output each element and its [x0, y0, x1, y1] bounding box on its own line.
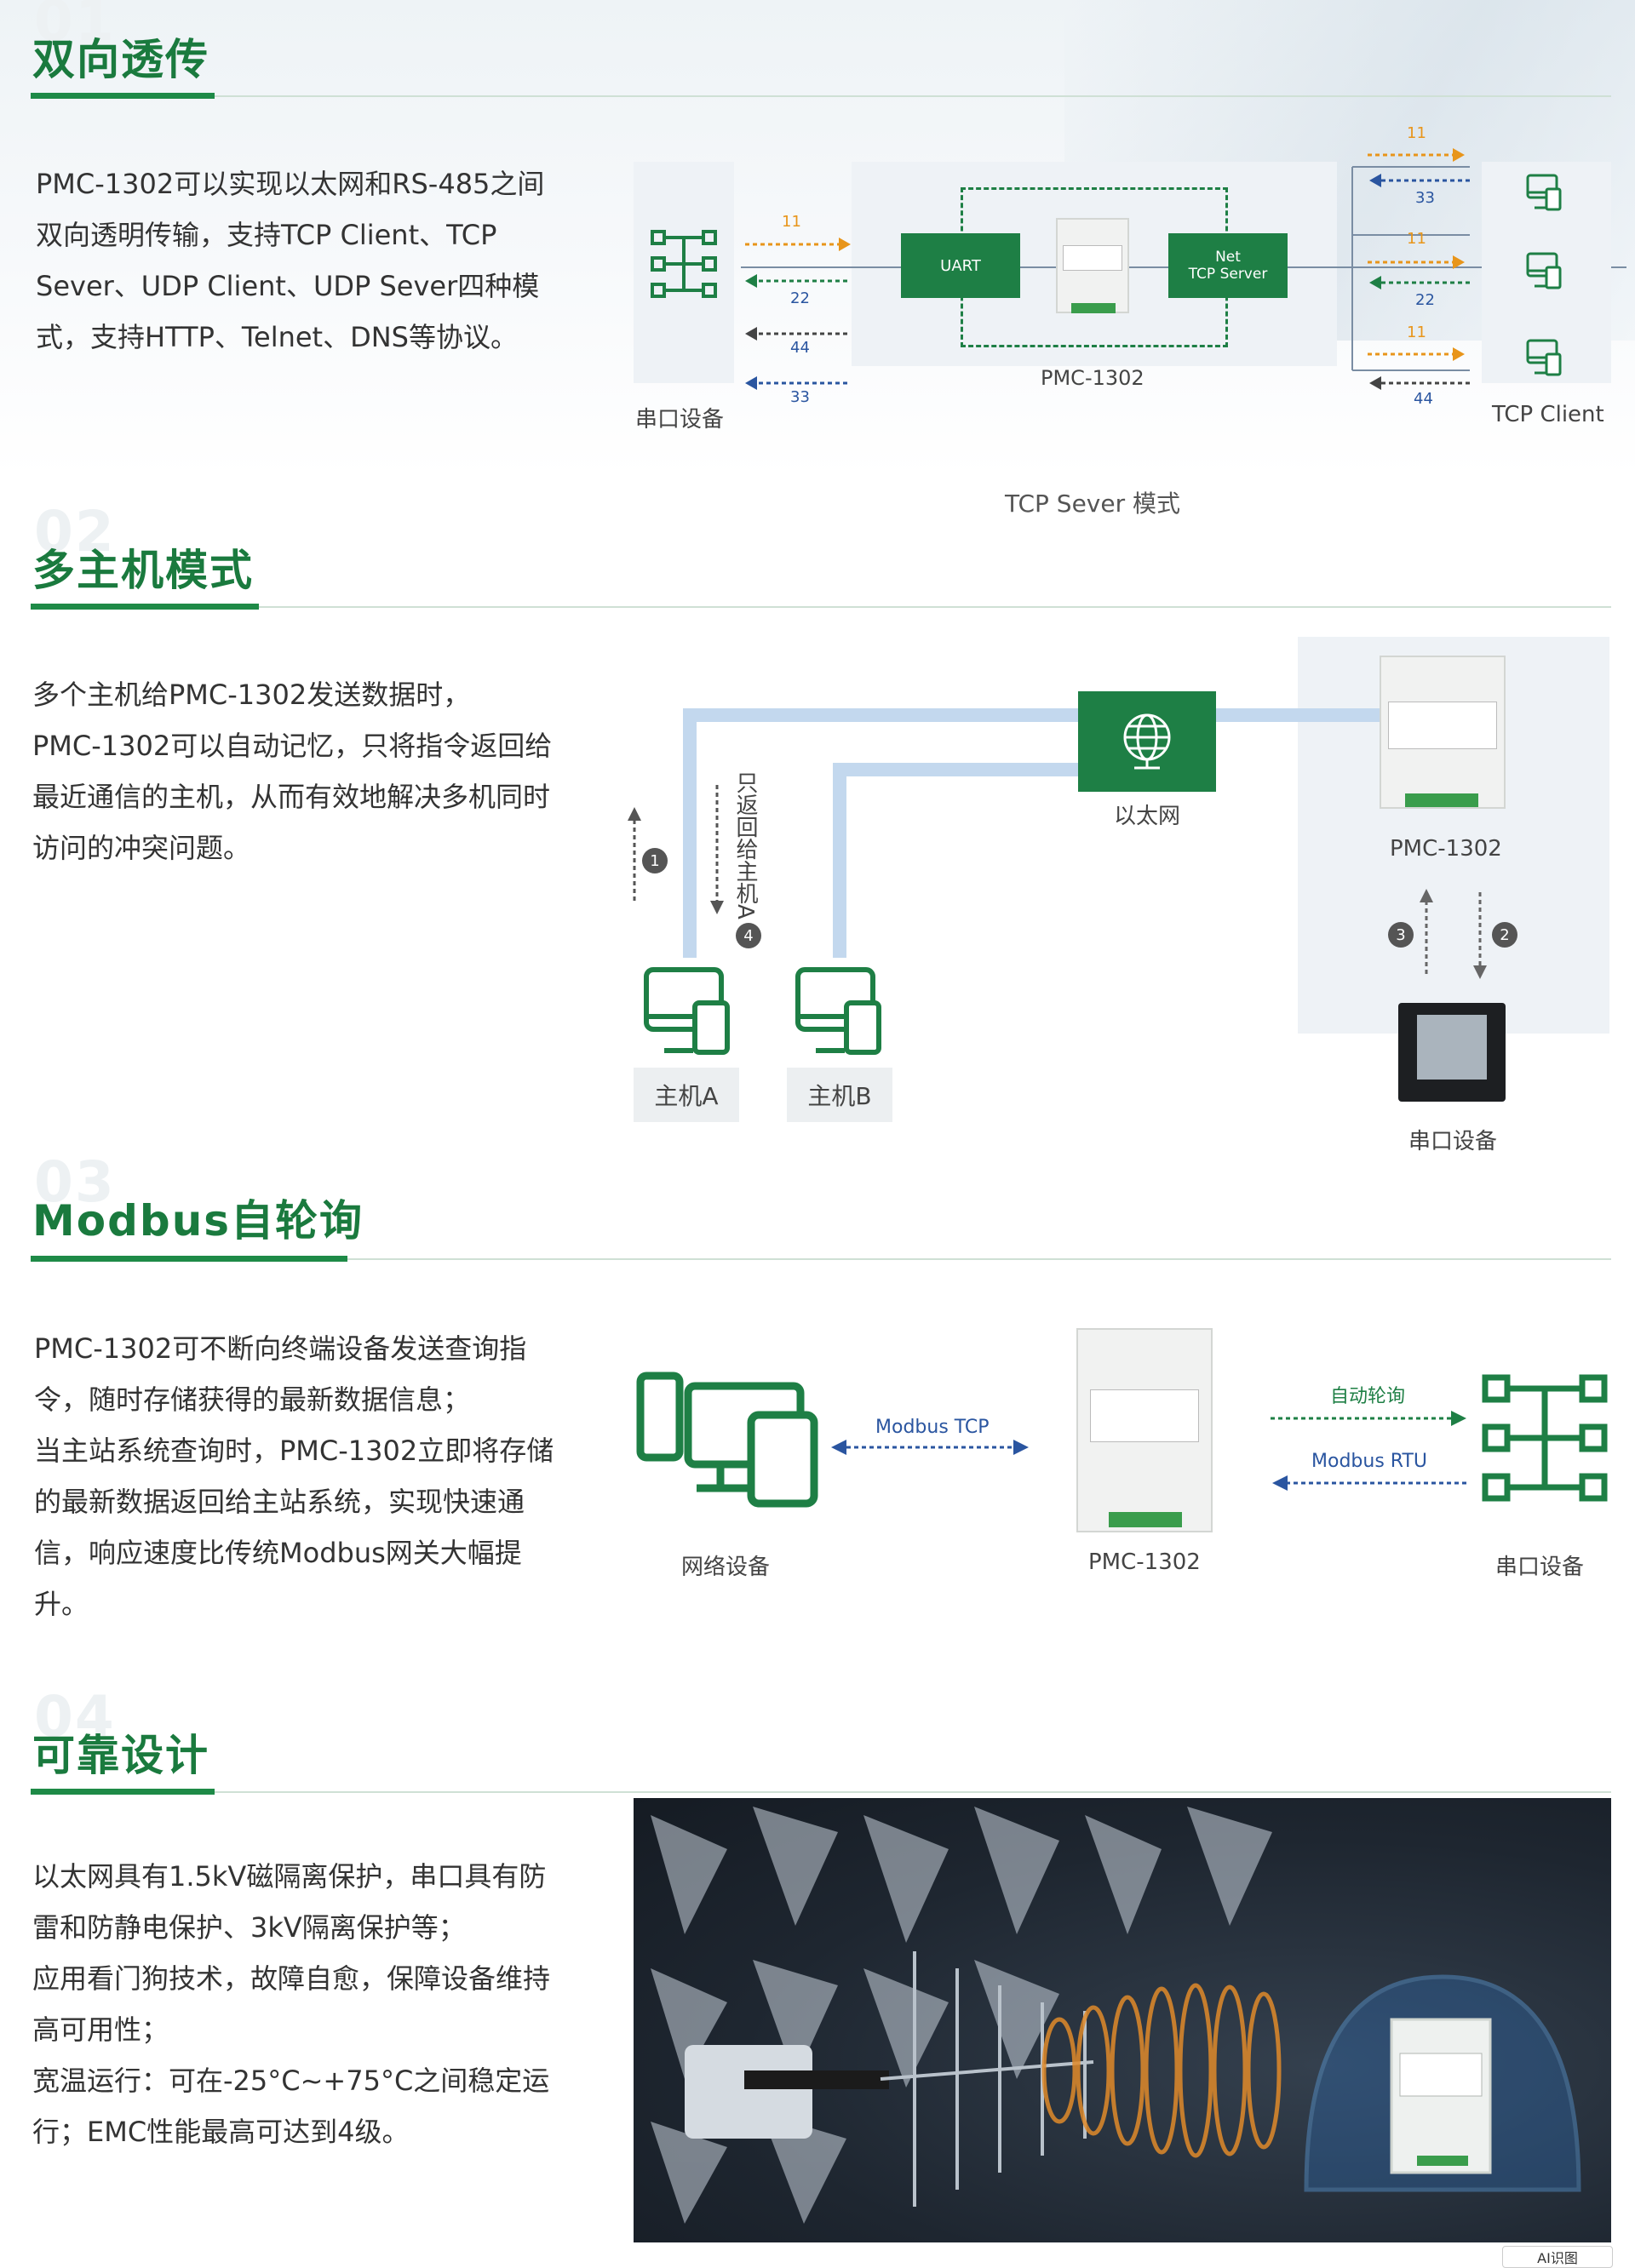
return-note: 只返回给主机A: [732, 771, 758, 919]
uart-box: UART: [901, 233, 1020, 298]
network-lines: [683, 708, 1397, 958]
network-devices-icon: [636, 1372, 818, 1508]
arrow-value: 11: [1407, 230, 1426, 248]
modbus-rtu-label: Modbus RTU: [1311, 1451, 1427, 1472]
device-label: PMC-1302: [1390, 836, 1502, 862]
diagram-caption: TCP Sever 模式: [1005, 490, 1181, 518]
section-divider-accent: [31, 1789, 215, 1795]
section-description: 多个主机给PMC-1302发送数据时， PMC-1302可以自动记忆，只将指令返…: [32, 679, 553, 864]
serial-device-label: 串口设备: [1408, 1129, 1498, 1154]
section-description: PMC-1302可以实现以太网和RS-485之间 双向透明传输，支持TCP Cl…: [36, 168, 545, 353]
section-number: 04: [34, 1684, 116, 1750]
meter-device: [1398, 1003, 1506, 1102]
host-a-icon: [644, 967, 730, 1055]
arrow-value: 44: [790, 339, 810, 357]
section-divider: [31, 95, 1611, 97]
serial-tree-icon: [1482, 1374, 1608, 1502]
right-arrows: [1351, 148, 1470, 390]
step-badge: 1: [642, 848, 668, 873]
host-b-label: 主机B: [787, 1068, 892, 1122]
section-number: 02: [34, 499, 116, 564]
section-number: 01: [34, 0, 116, 54]
section-title: 双向透传: [32, 35, 209, 84]
pmc-1302-device: [1380, 656, 1506, 809]
host-b-icon: [795, 967, 881, 1055]
globe-icon: [1123, 713, 1171, 770]
computer-icon: [1526, 252, 1562, 289]
step-arrow-up: [628, 807, 641, 901]
tcp-client-label: TCP Client: [1492, 402, 1604, 427]
section-divider: [31, 606, 1611, 608]
pmc-1302-device: [1056, 218, 1129, 313]
arrow-value: 44: [1414, 390, 1433, 408]
device-label: PMC-1302: [1041, 366, 1144, 390]
serial-tree-icon: [651, 230, 717, 298]
ethernet-box: [1078, 691, 1216, 792]
modbus-rtu-arrows: [1271, 1411, 1466, 1491]
step-badge: 2: [1492, 922, 1517, 948]
emc-chamber-illustration: [651, 1807, 1581, 2224]
serial-device-label: 串口设备: [1495, 1555, 1585, 1580]
section-divider-accent: [31, 93, 215, 99]
section-title: Modbus自轮询: [32, 1196, 364, 1246]
host-a-label: 主机A: [634, 1068, 739, 1122]
section-description: 以太网具有1.5kV磁隔离保护，串口具有防 雷和防静电保护、3kV隔离保护等； …: [32, 1860, 551, 2148]
net-tcp-server-box: Net TCP Server: [1168, 233, 1288, 298]
step-arrows: [1420, 889, 1487, 979]
ai-recognize-button[interactable]: AI识图: [1502, 2246, 1613, 2268]
section-title: 可靠设计: [32, 1731, 209, 1780]
serial-device-label: 串口设备: [635, 407, 725, 432]
ethernet-label: 以太网: [1114, 804, 1181, 829]
section-title: 多主机模式: [32, 546, 254, 595]
computer-icon: [1526, 339, 1562, 376]
arrow-value: 33: [790, 388, 810, 406]
left-arrows: [745, 238, 851, 390]
modbus-tcp-arrow: [831, 1440, 1029, 1455]
device-label: PMC-1302: [1088, 1549, 1201, 1575]
arrow-value: 22: [790, 289, 810, 307]
arrow-value: 11: [782, 213, 801, 231]
section-divider-accent: [31, 604, 259, 610]
pmc-1302-device: [1076, 1328, 1213, 1532]
section-number: 03: [34, 1149, 116, 1215]
section-divider-accent: [31, 1256, 347, 1262]
step-arrow-down: [710, 785, 724, 914]
section-divider: [31, 1791, 1611, 1793]
network-device-label: 网络设备: [681, 1555, 771, 1580]
computer-icon: [1526, 174, 1562, 211]
arrow-value: 11: [1407, 124, 1426, 142]
arrow-value: 33: [1415, 189, 1435, 207]
step-badge: 4: [736, 923, 761, 948]
section-divider: [31, 1258, 1611, 1260]
modbus-tcp-label: Modbus TCP: [875, 1417, 990, 1438]
step-badge: 3: [1388, 922, 1414, 948]
section-description: PMC-1302可不断向终端设备发送查询指 令，随时存储获得的最新数据信息； 当…: [34, 1332, 554, 1620]
auto-poll-label: 自动轮询: [1330, 1386, 1406, 1407]
emc-test-photo: [634, 1798, 1611, 2242]
arrow-value: 11: [1407, 324, 1426, 341]
arrow-value: 22: [1415, 291, 1435, 309]
